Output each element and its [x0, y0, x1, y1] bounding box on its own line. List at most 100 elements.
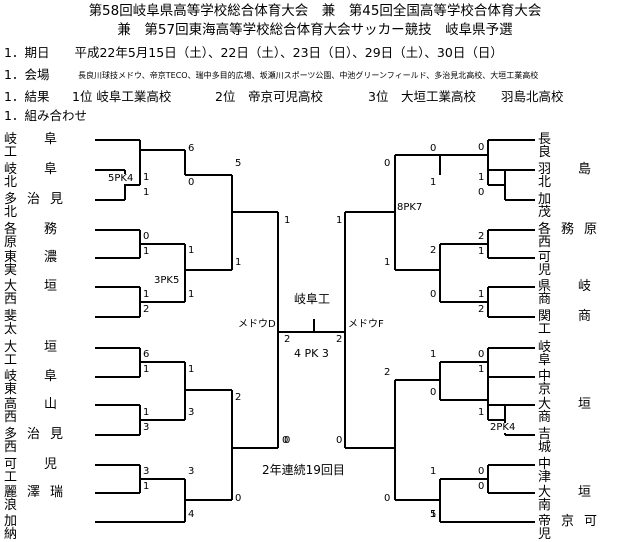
- score-left-final: 2: [284, 334, 291, 345]
- team-left-10: 高山西: [4, 398, 92, 424]
- score-left-r1: 1: [143, 407, 150, 418]
- score-right-r1: 0: [478, 187, 485, 198]
- team-right-2: 羽島北: [538, 163, 626, 189]
- pk-right-b: 2PK4: [490, 422, 516, 433]
- team-name: 多治見北: [4, 192, 74, 220]
- score-right-r1: 0: [478, 142, 485, 153]
- team-left-14: 加納: [4, 515, 92, 541]
- team-name: 帝京可児: [538, 514, 608, 542]
- score-left-r3: 0: [282, 435, 289, 446]
- team-name: 吉城: [538, 427, 615, 455]
- score-left-semi: 1: [284, 215, 291, 226]
- info-period: 1．期日 平成22年5月15日（土）、22日（土）、23日（日）、29日（土）、…: [4, 45, 503, 60]
- score-right-r1: 1: [478, 172, 485, 183]
- team-right-3: 加茂: [538, 193, 626, 219]
- team-right-6: 県岐商: [538, 280, 626, 306]
- score-right-r2: 1: [430, 349, 437, 360]
- team-name: 多治見西: [4, 427, 74, 455]
- team-left-5: 東濃実: [4, 251, 92, 277]
- score-right-r1: 0: [478, 481, 485, 492]
- team-name: 岐阜東: [4, 369, 85, 397]
- score-left-r1: 1: [143, 187, 150, 198]
- team-name: 大垣南: [538, 485, 619, 513]
- score-right-r2: 0: [430, 387, 437, 398]
- score-right-final: 2: [336, 334, 343, 345]
- team-left-2: 岐阜北: [4, 163, 92, 189]
- team-right-8: 岐阜: [538, 341, 626, 367]
- result-first: 1位 岐阜工業高校: [72, 89, 172, 104]
- score-left-r2: 3: [188, 466, 195, 477]
- score-right-semi: 0: [336, 435, 343, 446]
- team-right-10: 大垣商: [538, 398, 626, 424]
- team-name: 中京: [538, 369, 615, 397]
- score-right-r2: 0: [430, 289, 437, 300]
- team-name: 斐太: [4, 309, 81, 337]
- venue-left: メドウD: [238, 319, 276, 330]
- team-name: 各務原: [4, 222, 85, 250]
- team-name: 県岐商: [538, 279, 619, 307]
- score-left-r2: 3: [188, 407, 195, 418]
- score-right-r1: 1: [478, 364, 485, 375]
- score-right-r2: 2: [430, 245, 437, 256]
- team-left-11: 多治見西: [4, 428, 92, 454]
- team-name: 可児: [538, 250, 615, 278]
- pk-right-a: 8PK7: [397, 202, 423, 213]
- score-left-r3: 1: [235, 257, 242, 268]
- score-left-r2: 1: [188, 289, 195, 300]
- score-left-r2: 0: [235, 493, 242, 504]
- team-name: 加納: [4, 514, 81, 542]
- score-right-r3: 0: [384, 158, 391, 169]
- score-right-r2: 0: [384, 493, 391, 504]
- team-left-8: 大垣工: [4, 341, 92, 367]
- header-line-1: 第58回岐阜県高等学校総合体育大会 兼 第45回全国高等学校合体育大会: [88, 3, 542, 19]
- score-left-r1: 3: [143, 422, 150, 433]
- team-right-1: 長良: [538, 133, 626, 159]
- pk-left-b: 3PK5: [154, 275, 180, 286]
- score-left-r2: 1: [188, 245, 195, 256]
- score-left-r2: 0: [188, 177, 195, 188]
- team-right-13: 大垣南: [538, 486, 626, 512]
- score-left-r3: 5: [235, 158, 242, 169]
- team-name: 可児工: [4, 457, 85, 485]
- score-right-r1: 1: [478, 246, 485, 257]
- score-right-r2: 0: [430, 143, 437, 154]
- score-right-r1: 1: [478, 289, 485, 300]
- score-right-r1: 2: [478, 304, 485, 315]
- venue-right: メドウF: [348, 319, 384, 330]
- team-right-11: 吉城: [538, 428, 626, 454]
- team-right-7: 関商工: [538, 310, 626, 336]
- pk-final: 4 PK 3: [294, 347, 329, 360]
- info-venue-detail: 長良川球技メドウ、帝京TECO、瑞中多目的広場、坂瀬川スポーツ公園、中池グリーン…: [78, 71, 539, 80]
- score-right-r1: 1: [478, 407, 485, 418]
- team-name: 大垣西: [4, 279, 85, 307]
- record-label: 2年連続19回目: [262, 463, 345, 477]
- score-right-r3: 1: [384, 257, 391, 268]
- team-name: 各務原西: [538, 222, 608, 250]
- score-left-r2: 1: [188, 364, 195, 375]
- team-name: 東濃実: [4, 250, 85, 278]
- score-left-r2: 6: [188, 143, 195, 154]
- score-right-r1: 1: [430, 509, 437, 520]
- team-right-5: 可児: [538, 251, 626, 277]
- score-right-r1: 0: [478, 349, 485, 360]
- score-left-r1: 1: [143, 364, 150, 375]
- team-name: 大垣工: [4, 340, 85, 368]
- team-name: 麗澤瑞浪: [4, 485, 74, 513]
- score-right-r1: 0: [478, 466, 485, 477]
- team-right-9: 中京: [538, 370, 626, 396]
- team-left-9: 岐阜東: [4, 370, 92, 396]
- team-name: 岐阜工: [4, 132, 85, 160]
- score-left-r1: 1: [143, 246, 150, 257]
- score-left-r1: 6: [143, 349, 150, 360]
- header-line-2: 兼 第57回東海高等学校総合体育大会サッカー競技 岐阜県予選: [117, 22, 513, 38]
- team-name: 関商工: [538, 309, 619, 337]
- score-right-r1: 2: [478, 231, 485, 242]
- team-name: 岐阜北: [4, 162, 85, 190]
- team-right-4: 各務原西: [538, 223, 626, 249]
- score-right-r2: 1: [430, 177, 437, 188]
- team-name: 長良: [538, 132, 615, 160]
- score-left-r1: 1: [143, 289, 150, 300]
- score-left-r1: 1: [143, 172, 150, 183]
- score-left-r1: 1: [143, 481, 150, 492]
- team-name: 加茂: [538, 192, 615, 220]
